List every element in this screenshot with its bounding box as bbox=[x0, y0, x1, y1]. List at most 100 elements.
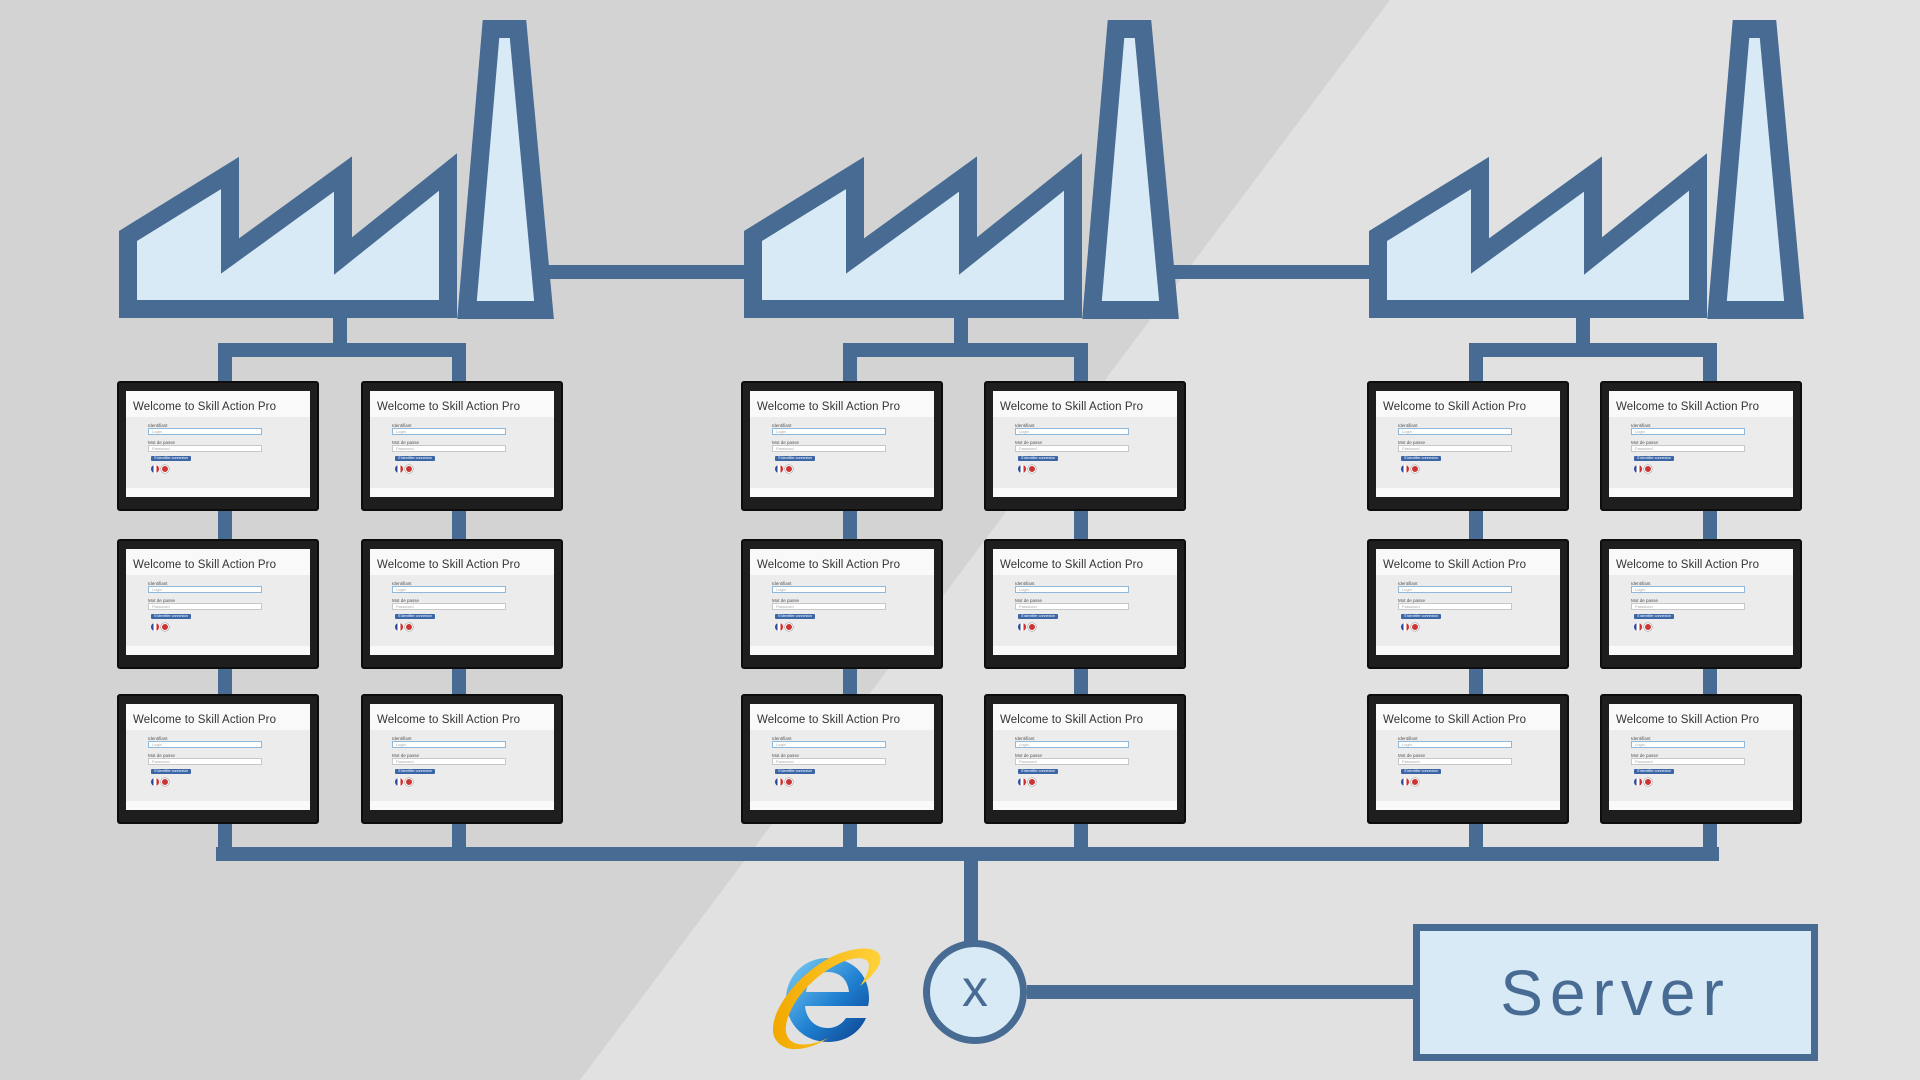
password-label: Mot de passe bbox=[392, 598, 420, 603]
french-flag-icon bbox=[1401, 623, 1409, 631]
connect-button: S'identifier connexion bbox=[1018, 456, 1059, 461]
login-footer bbox=[370, 646, 554, 655]
connect-button: S'identifier connexion bbox=[395, 769, 436, 774]
password-input: Password bbox=[1398, 758, 1512, 765]
password-label: Mot de passe bbox=[148, 440, 176, 445]
login-title: Welcome to Skill Action Pro bbox=[1616, 401, 1760, 413]
login-input: Login bbox=[772, 586, 886, 593]
french-flag-icon bbox=[1401, 465, 1409, 473]
login-header bbox=[993, 549, 1177, 575]
connect-button: S'identifier connexion bbox=[151, 456, 192, 461]
english-flag-icon bbox=[405, 465, 413, 473]
login-label: Identifiant bbox=[772, 423, 792, 428]
login-title: Welcome to Skill Action Pro bbox=[133, 714, 277, 726]
french-flag-icon bbox=[151, 778, 159, 786]
login-header bbox=[370, 549, 554, 575]
factory-1-chimney bbox=[457, 20, 554, 319]
login-header bbox=[126, 391, 310, 417]
login-header bbox=[1376, 704, 1560, 730]
login-label: Identifiant bbox=[772, 736, 792, 741]
login-title: Welcome to Skill Action Pro bbox=[133, 401, 277, 413]
french-flag-icon bbox=[395, 623, 403, 631]
junction-label: x bbox=[962, 960, 988, 1018]
connect-button: S'identifier connexion bbox=[1634, 456, 1675, 461]
password-input: Password bbox=[1398, 445, 1512, 452]
login-label: Identifiant bbox=[148, 736, 168, 741]
login-title: Welcome to Skill Action Pro bbox=[1000, 401, 1144, 413]
login-footer bbox=[993, 646, 1177, 655]
login-label: Identifiant bbox=[1015, 423, 1035, 428]
login-input: Login bbox=[1398, 741, 1512, 748]
english-flag-icon bbox=[1028, 778, 1036, 786]
english-flag-icon bbox=[785, 465, 793, 473]
login-footer bbox=[126, 646, 310, 655]
login-input: Login bbox=[392, 741, 506, 748]
connect-button: S'identifier connexion bbox=[1018, 769, 1059, 774]
login-header bbox=[750, 704, 934, 730]
english-flag-icon bbox=[1028, 623, 1036, 631]
connect-button: S'identifier connexion bbox=[151, 614, 192, 619]
login-title: Welcome to Skill Action Pro bbox=[757, 559, 901, 571]
login-label: Identifiant bbox=[392, 736, 412, 741]
connect-button: S'identifier connexion bbox=[1018, 614, 1059, 619]
password-input: Password bbox=[148, 603, 262, 610]
password-label: Mot de passe bbox=[148, 598, 176, 603]
password-input: Password bbox=[1398, 603, 1512, 610]
password-input: Password bbox=[148, 758, 262, 765]
login-footer bbox=[1376, 801, 1560, 810]
french-flag-icon bbox=[395, 778, 403, 786]
login-footer bbox=[750, 488, 934, 497]
login-label: Identifiant bbox=[772, 581, 792, 586]
factory-2 bbox=[744, 20, 1179, 319]
login-title: Welcome to Skill Action Pro bbox=[757, 401, 901, 413]
login-header bbox=[1609, 704, 1793, 730]
english-flag-icon bbox=[405, 778, 413, 786]
login-input: Login bbox=[1631, 741, 1745, 748]
password-input: Password bbox=[1015, 758, 1129, 765]
french-flag-icon bbox=[151, 623, 159, 631]
login-input: Login bbox=[1398, 428, 1512, 435]
french-flag-icon bbox=[395, 465, 403, 473]
login-input: Login bbox=[1631, 428, 1745, 435]
password-input: Password bbox=[772, 445, 886, 452]
login-title: Welcome to Skill Action Pro bbox=[1383, 401, 1527, 413]
english-flag-icon bbox=[1411, 465, 1419, 473]
password-input: Password bbox=[1015, 603, 1129, 610]
login-input: Login bbox=[772, 428, 886, 435]
password-label: Mot de passe bbox=[1631, 440, 1659, 445]
password-label: Mot de passe bbox=[1631, 598, 1659, 603]
login-input: Login bbox=[1631, 586, 1745, 593]
english-flag-icon bbox=[1411, 778, 1419, 786]
password-input: Password bbox=[1631, 758, 1745, 765]
connect-button: S'identifier connexion bbox=[1634, 769, 1675, 774]
english-flag-icon bbox=[1644, 623, 1652, 631]
connect-button: S'identifier connexion bbox=[395, 456, 436, 461]
login-label: Identifiant bbox=[1398, 581, 1418, 586]
factory-3-building bbox=[1369, 153, 1707, 318]
login-title: Welcome to Skill Action Pro bbox=[377, 559, 521, 571]
english-flag-icon bbox=[1411, 623, 1419, 631]
french-flag-icon bbox=[1634, 778, 1642, 786]
french-flag-icon bbox=[151, 465, 159, 473]
login-input: Login bbox=[772, 741, 886, 748]
login-header bbox=[993, 704, 1177, 730]
english-flag-icon bbox=[161, 465, 169, 473]
password-input: Password bbox=[148, 445, 262, 452]
connect-button: S'identifier connexion bbox=[1401, 456, 1442, 461]
